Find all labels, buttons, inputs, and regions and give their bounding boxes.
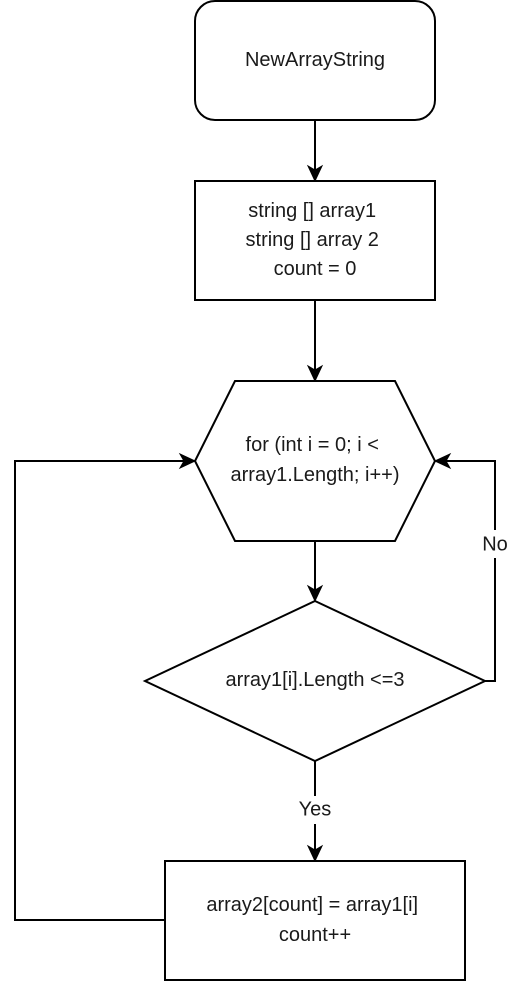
edge-init-to-loop [306,300,324,383]
init-process-shape [194,180,436,301]
action-label-line-1: array2[count] = array1[i] [206,894,418,916]
arrowhead-icon [433,452,452,470]
start-label-line-1: NewArrayString [245,49,385,71]
loop-preparation-label: for (int i = 0; i < array1.Length; i++) [231,434,400,486]
edge-start-to-init [306,120,324,183]
loop-label-line-2: array1.Length; i++) [231,464,400,486]
edge-action-to-loop [14,452,197,921]
edge-label-yes: Yes [299,798,332,820]
edge-label-no: No [482,533,508,555]
init-process-label: string [] array1 string [] array 2 count… [246,200,385,280]
arrowhead-icon [306,844,324,863]
condition-decision-label: array1[i].Length <=3 [225,669,404,691]
action-process-label: array2[count] = array1[i] count++ [206,894,423,946]
action-process-shape [164,860,466,981]
arrowhead-icon [178,452,197,470]
init-label-line-3: count = 0 [274,258,357,280]
edge-condition-no-to-loop [433,452,496,682]
init-label-line-2: string [] array 2 [246,229,379,251]
start-terminal-label: NewArrayString [245,49,385,71]
arrowhead-icon [306,584,324,603]
init-label-line-1: string [] array1 [248,200,376,222]
arrowhead-icon [306,164,324,183]
arrowhead-icon [306,364,324,383]
loop-preparation-shape [193,380,437,542]
action-label-line-2: count++ [279,924,351,946]
condition-label-line-1: array1[i].Length <=3 [225,669,404,691]
loop-label-line-1: for (int i = 0; i < [246,434,379,456]
edge-loop-to-condition [306,541,324,603]
